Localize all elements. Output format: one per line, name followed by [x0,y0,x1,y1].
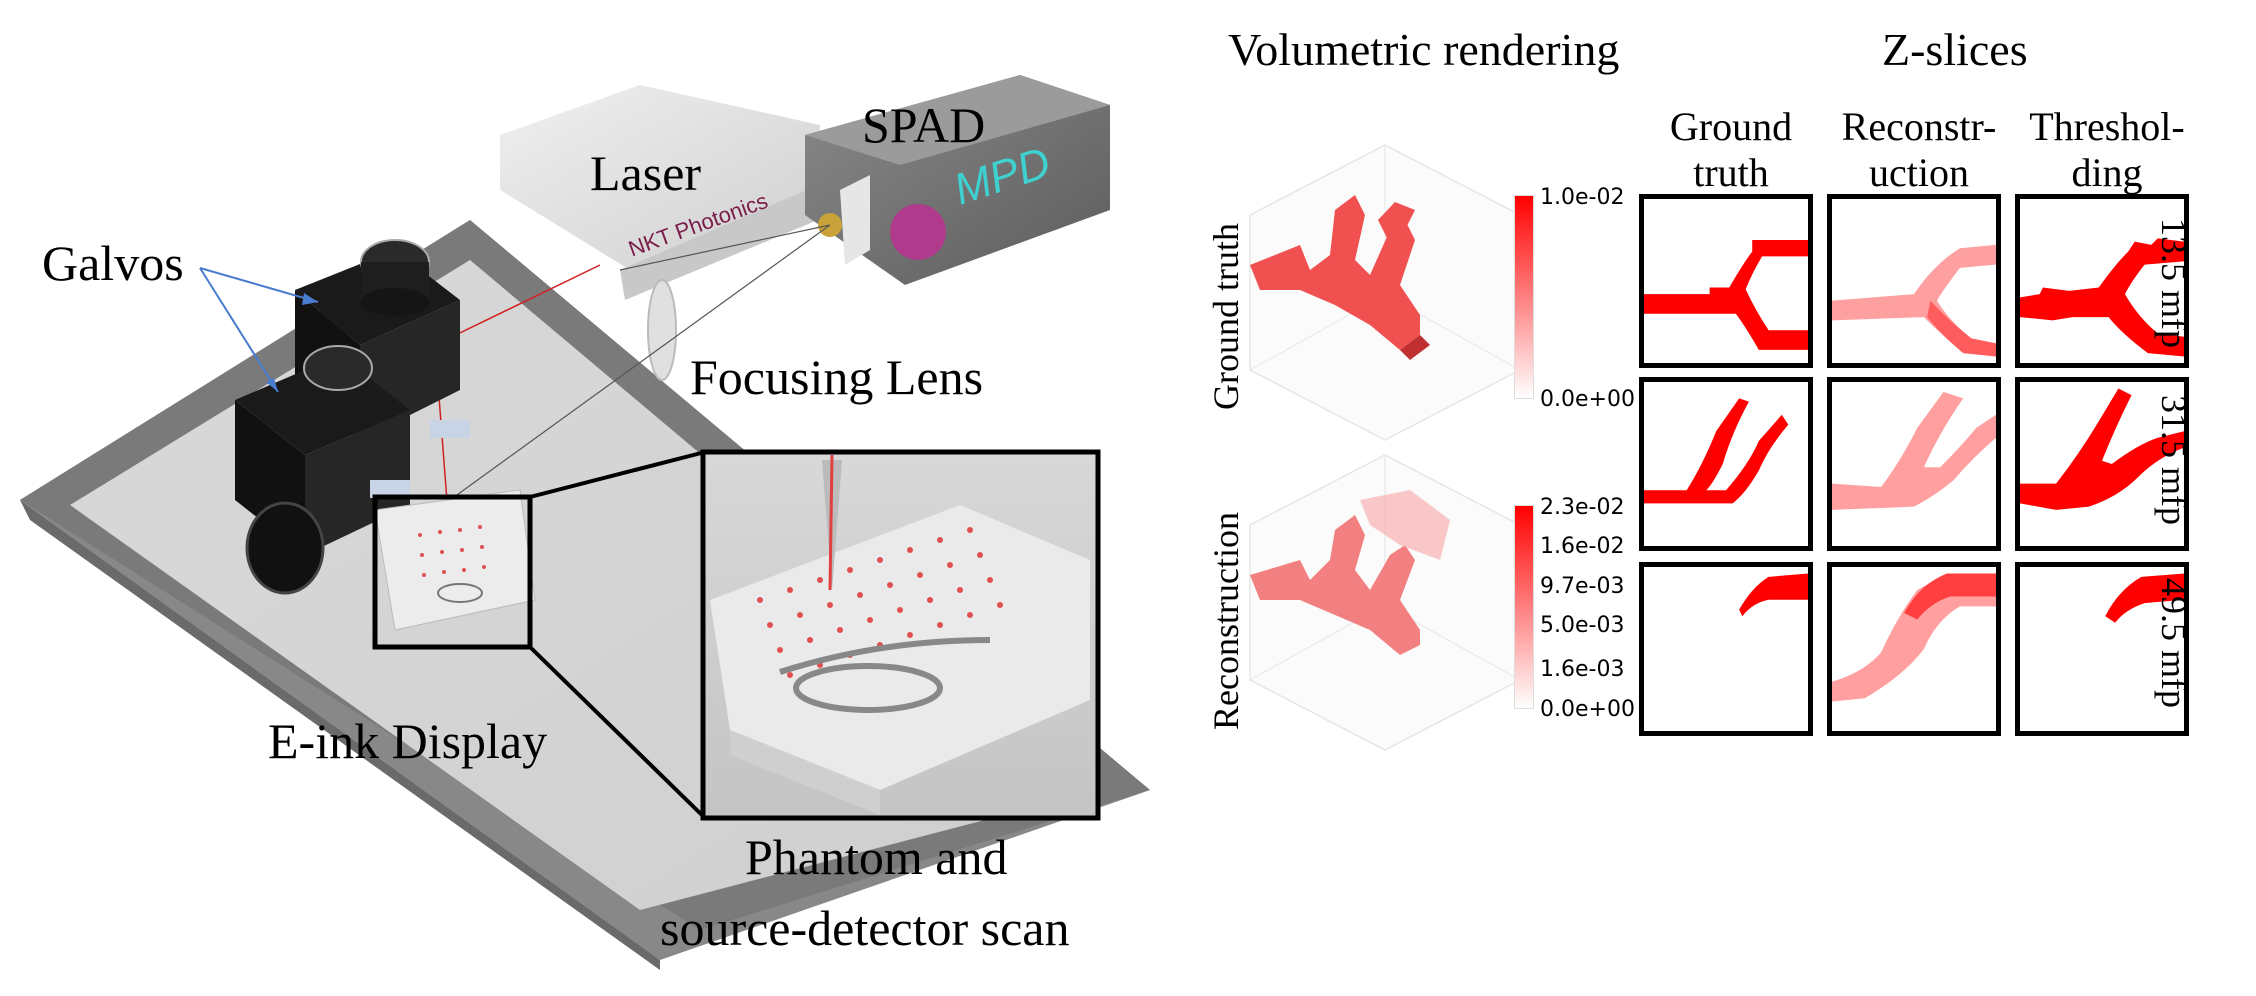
colorbar-reconstruction [1514,505,1534,709]
zoom-source-box [372,494,533,650]
eink-display-label: E-ink Display [268,713,548,769]
colorbar-top-min: 0.0e+00 [1540,387,1635,412]
row-label-13-5: 13.5 mfp [2154,218,2194,348]
slice-r3-ground-truth [1639,562,1813,736]
colorbar-bottom-tick-3: 9.7e-03 [1540,574,1625,599]
colorbar-bottom-tick-2: 1.6e-02 [1540,534,1625,559]
volume-ground-truth [1249,144,1521,441]
volume-reconstruction [1249,454,1521,751]
colorbar-ground-truth [1514,195,1534,399]
galvo-assembly [235,239,470,595]
spad-label: SPAD [862,97,986,153]
col-header-thresholding: Threshol-ding [2029,104,2185,195]
colorbar-bottom-tick-6: 0.0e+00 [1540,697,1635,722]
slice-r2-thresholding [2015,377,2189,551]
phantom-inset [700,449,1101,821]
colorbar-bottom-tick-1: 2.3e-02 [1540,495,1625,520]
slice-r2-reconstruction [1827,377,2001,551]
slice-r3-thresholding [2015,562,2189,736]
slice-r3-reconstruction [1827,562,2001,736]
galvos-label: Galvos [42,235,184,291]
focusing-lens [647,279,677,381]
row-label-49-5: 49.5 mfp [2154,578,2194,708]
hardware-scene [20,75,1150,970]
slice-r1-reconstruction [1827,194,2001,368]
colorbar-bottom-tick-5: 1.6e-03 [1540,657,1625,682]
laser-box [500,85,820,270]
colorbar-bottom-tick-4: 5.0e-03 [1540,613,1625,638]
col-header-reconstruction: Reconstr-uction [1841,104,1997,195]
colorbar-top-max: 1.0e-02 [1540,185,1625,210]
slice-r1-ground-truth [1639,194,1813,368]
slice-r2-ground-truth [1639,377,1813,551]
phantom-label-line1: Phantom and [745,829,1008,885]
phantom-label-line2: source-detector scan [660,900,1070,956]
laser-label: Laser [590,145,702,201]
slice-r1-thresholding [2015,194,2189,368]
zslices-title: Z-slices [1882,24,2028,75]
volumetric-title: Volumetric rendering [1228,24,1620,75]
focusing-lens-label: Focusing Lens [690,349,984,405]
row-label-31-5: 31.5 mfp [2154,395,2194,525]
